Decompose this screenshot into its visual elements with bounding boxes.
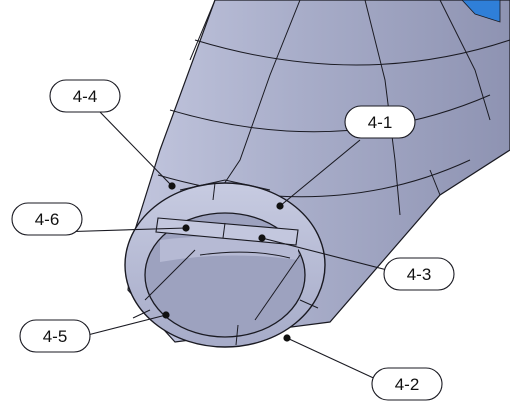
- callout-4-6: 4-6: [11, 202, 83, 236]
- blue-accent-patch: [461, 0, 501, 23]
- callout-4-2: 4-2: [371, 367, 443, 401]
- callout-4-2-text: 4-2: [395, 375, 420, 394]
- end-face-ring: [124, 179, 326, 348]
- callout-4-4: 4-4: [49, 79, 121, 113]
- callout-4-5: 4-5: [19, 319, 91, 353]
- callout-4-4-text: 4-4: [73, 87, 98, 106]
- callout-4-1-text: 4-1: [368, 113, 393, 132]
- anchor-dots: [162, 182, 291, 342]
- callout-4-1: 4-1: [344, 105, 416, 139]
- callout-4-6-text: 4-6: [35, 210, 60, 229]
- callout-4-5-text: 4-5: [43, 327, 68, 346]
- callout-4-3: 4-3: [383, 257, 455, 291]
- callout-4-3-text: 4-3: [407, 265, 432, 284]
